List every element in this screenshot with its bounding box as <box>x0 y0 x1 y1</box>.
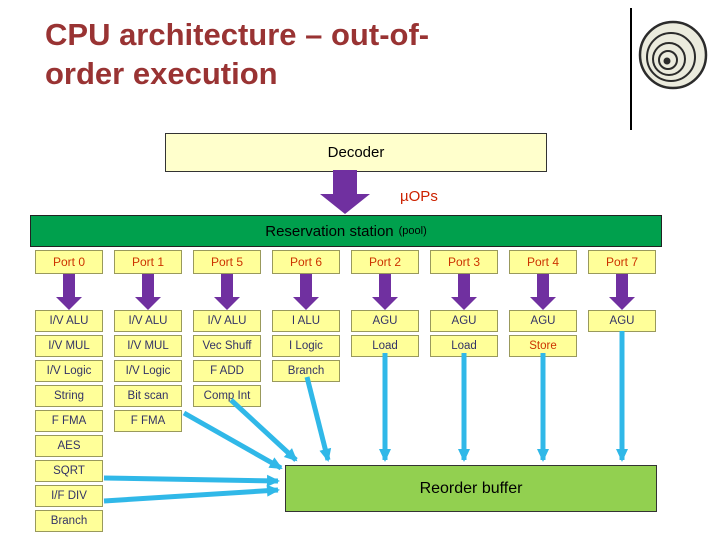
execution-unit: I/V MUL <box>114 335 182 357</box>
execution-unit: Bit scan <box>114 385 182 407</box>
slide-title-line2: order execution <box>45 55 278 91</box>
execution-unit: F FMA <box>35 410 103 432</box>
reservation-station-qualifier: (pool) <box>398 225 427 237</box>
port-label: Port 2 <box>351 250 419 274</box>
slide-title: CPU architecture – out-of- order executi… <box>45 16 429 94</box>
reservation-station: Reservation station (pool) <box>30 215 662 247</box>
decoder-label: Decoder <box>327 144 385 161</box>
execution-unit: String <box>35 385 103 407</box>
dispatch-arrow <box>588 274 656 310</box>
execution-unit: AGU <box>588 310 656 332</box>
dispatch-arrow-head <box>609 297 635 310</box>
port-label: Port 3 <box>430 250 498 274</box>
execution-unit: I/V Logic <box>114 360 182 382</box>
execution-unit: Branch <box>272 360 340 382</box>
dispatch-arrow-head <box>451 297 477 310</box>
execution-unit: I/V Logic <box>35 360 103 382</box>
dispatch-arrow <box>351 274 419 310</box>
port-column-port-5: Port 5 I/V ALU Vec Shuff F ADD Comp Int <box>193 250 261 410</box>
execution-unit: I ALU <box>272 310 340 332</box>
dispatch-arrow-shaft <box>221 274 233 297</box>
dispatch-arrow-shaft <box>537 274 549 297</box>
dispatch-arrow-shaft <box>142 274 154 297</box>
dispatch-arrow <box>272 274 340 310</box>
dispatch-arrow <box>35 274 103 310</box>
execution-unit: Load <box>430 335 498 357</box>
execution-unit: I/V ALU <box>114 310 182 332</box>
execution-unit: F ADD <box>193 360 261 382</box>
port-label: Port 5 <box>193 250 261 274</box>
dispatch-arrow <box>430 274 498 310</box>
port-label: Port 0 <box>35 250 103 274</box>
dispatch-arrow <box>114 274 182 310</box>
dispatch-arrow-shaft <box>300 274 312 297</box>
execution-unit: AGU <box>509 310 577 332</box>
uops-label: µOPs <box>400 188 438 205</box>
reorder-buffer-label: Reorder buffer <box>419 479 523 497</box>
dispatch-arrow <box>193 274 261 310</box>
dispatch-arrow-head <box>530 297 556 310</box>
divider-line <box>630 8 632 130</box>
execution-unit: I/V ALU <box>35 310 103 332</box>
slide-title-line1: CPU architecture – out-of- <box>45 17 430 52</box>
execution-unit: I/V MUL <box>35 335 103 357</box>
execution-unit: I/F DIV <box>35 485 103 507</box>
dispatch-arrow-head <box>214 297 240 310</box>
dispatch-arrow-head <box>135 297 161 310</box>
execution-unit: AES <box>35 435 103 457</box>
dispatch-arrow-shaft <box>63 274 75 297</box>
port-column-port-2: Port 2 AGU Load <box>351 250 419 360</box>
execution-unit: SQRT <box>35 460 103 482</box>
execution-unit: AGU <box>351 310 419 332</box>
execution-unit: Comp Int <box>193 385 261 407</box>
dispatch-arrow-head <box>372 297 398 310</box>
reorder-buffer: Reorder buffer <box>285 465 657 512</box>
dispatch-arrow-head <box>56 297 82 310</box>
execution-unit: I/V ALU <box>193 310 261 332</box>
execution-unit: F FMA <box>114 410 182 432</box>
execution-unit: Store <box>509 335 577 357</box>
reservation-station-label: Reservation station <box>265 222 394 240</box>
dispatch-arrow-shaft <box>616 274 628 297</box>
execution-unit: I Logic <box>272 335 340 357</box>
decoder-box: Decoder <box>165 133 547 172</box>
port-column-port-7: Port 7 AGU <box>588 250 656 335</box>
port-label: Port 4 <box>509 250 577 274</box>
dispatch-arrow-shaft <box>379 274 391 297</box>
execution-unit: AGU <box>430 310 498 332</box>
snail-clipart-icon <box>638 20 708 90</box>
execution-unit: Load <box>351 335 419 357</box>
dispatch-arrow-shaft <box>458 274 470 297</box>
execution-unit: Branch <box>35 510 103 532</box>
port-label: Port 7 <box>588 250 656 274</box>
port-column-port-4: Port 4 AGU Store <box>509 250 577 360</box>
port-label: Port 6 <box>272 250 340 274</box>
port-label: Port 1 <box>114 250 182 274</box>
execution-unit: Vec Shuff <box>193 335 261 357</box>
port-column-port-3: Port 3 AGU Load <box>430 250 498 360</box>
dispatch-arrow-head <box>293 297 319 310</box>
dispatch-arrow <box>509 274 577 310</box>
